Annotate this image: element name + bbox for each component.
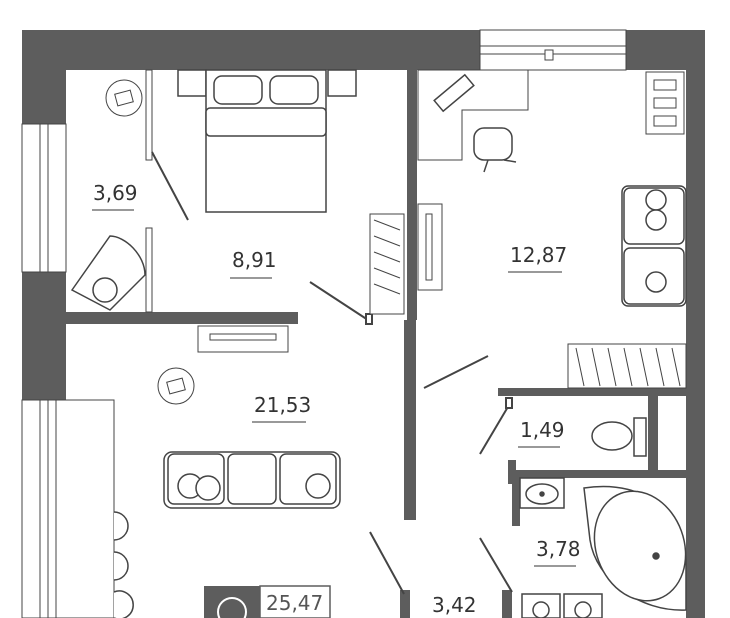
wardrobe-icon <box>369 213 687 389</box>
room-area-bedroom-nook: 3,69 <box>93 181 138 205</box>
room-area-bedroom: 8,91 <box>232 248 277 272</box>
room-area-labels: 3,69 8,91 12,87 21,53 1,49 3,78 3,42 <box>92 181 581 617</box>
room-area-bathroom: 3,78 <box>536 537 581 561</box>
total-area-badge: 25,47 <box>204 585 331 618</box>
room-area-toilet: 1,49 <box>520 418 565 442</box>
washing-machine-icon <box>521 593 603 618</box>
shelf-icon <box>645 71 685 135</box>
toilet-door <box>479 397 513 455</box>
total-area-value: 25,47 <box>266 591 323 615</box>
bed-icon <box>177 69 357 213</box>
sink-icon <box>519 477 565 509</box>
toilet-icon <box>591 417 647 457</box>
apartment-type-icon <box>217 597 247 618</box>
living-sofa-icon <box>163 451 341 509</box>
bathroom-door <box>479 537 513 593</box>
armchair-icon <box>70 235 146 311</box>
room-area-hall: 3,42 <box>432 593 477 617</box>
bedroom-door <box>309 281 373 325</box>
interior-walls <box>66 70 686 618</box>
bathtub-icon <box>583 485 687 611</box>
radiator-icon <box>105 79 195 405</box>
exterior-walls <box>22 30 705 618</box>
sofa-icon <box>621 185 687 307</box>
tv-icon <box>197 203 443 353</box>
window-left-top <box>21 123 67 273</box>
bar-stool-icon <box>55 399 134 618</box>
room-area-study: 12,87 <box>510 243 567 267</box>
study-door <box>423 355 489 389</box>
desk-chair-icon <box>417 69 529 173</box>
window-top <box>479 29 627 71</box>
room-area-living: 21,53 <box>254 393 311 417</box>
glass-partition <box>145 69 189 313</box>
hall-door <box>369 531 405 595</box>
